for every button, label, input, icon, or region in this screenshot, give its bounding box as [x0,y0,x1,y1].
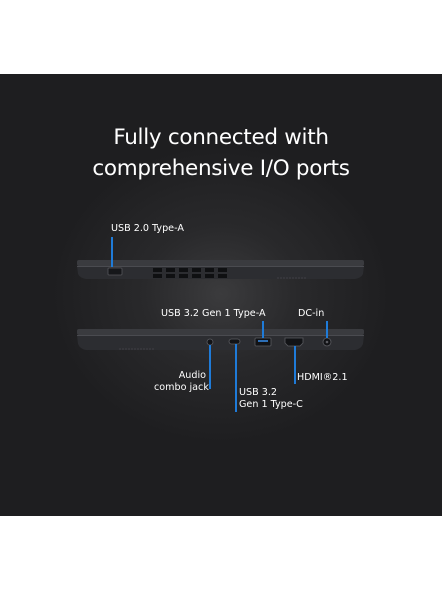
audio-leader-line [209,345,211,389]
usb32c-label: USB 3.2 Gen 1 Type-C [239,387,303,411]
vent-grille-icon [153,268,227,278]
dc-in-label: DC-in [298,308,325,319]
usb32a-label: USB 3.2 Gen 1 Type-A [161,308,266,319]
audio-label: Audio combo jack [154,370,209,394]
base-edge-left-view [77,266,364,279]
usb32c-label-line-2: Gen 1 Type-C [239,399,303,410]
dc-in-leader-line [326,321,328,338]
lid-edge-right-view [77,329,364,335]
audio-label-line-1: Audio [178,370,206,381]
usb32a-leader-line [262,321,264,338]
speaker-grille-icon [119,348,154,350]
laptop-side-views [77,260,364,350]
base-edge-right-view [77,335,364,350]
hdmi-port-icon [284,337,304,347]
usb-c-port-icon [228,338,241,345]
headline: Fully connected with comprehensive I/O p… [0,122,442,184]
headline-line-2: comprehensive I/O ports [92,156,350,181]
speaker-grille-icon [277,277,306,279]
audio-label-line-2: combo jack [154,382,209,393]
usb32c-leader-line [235,344,237,412]
laptop-right-side-view [77,329,364,350]
usb2-port-icon [107,267,123,276]
usb2-label: USB 2.0 Type-A [111,223,184,234]
laptop-left-side-view [77,260,364,279]
usb32c-label-line-1: USB 3.2 [239,387,278,398]
usb2-leader-line [111,237,113,267]
headline-line-1: Fully connected with [113,125,329,150]
hdmi-leader-line [294,346,296,384]
lid-edge-left-view [77,260,364,266]
hdmi-label: HDMI®2.1 [297,372,348,383]
product-feature-panel: Fully connected with comprehensive I/O p… [0,74,442,516]
